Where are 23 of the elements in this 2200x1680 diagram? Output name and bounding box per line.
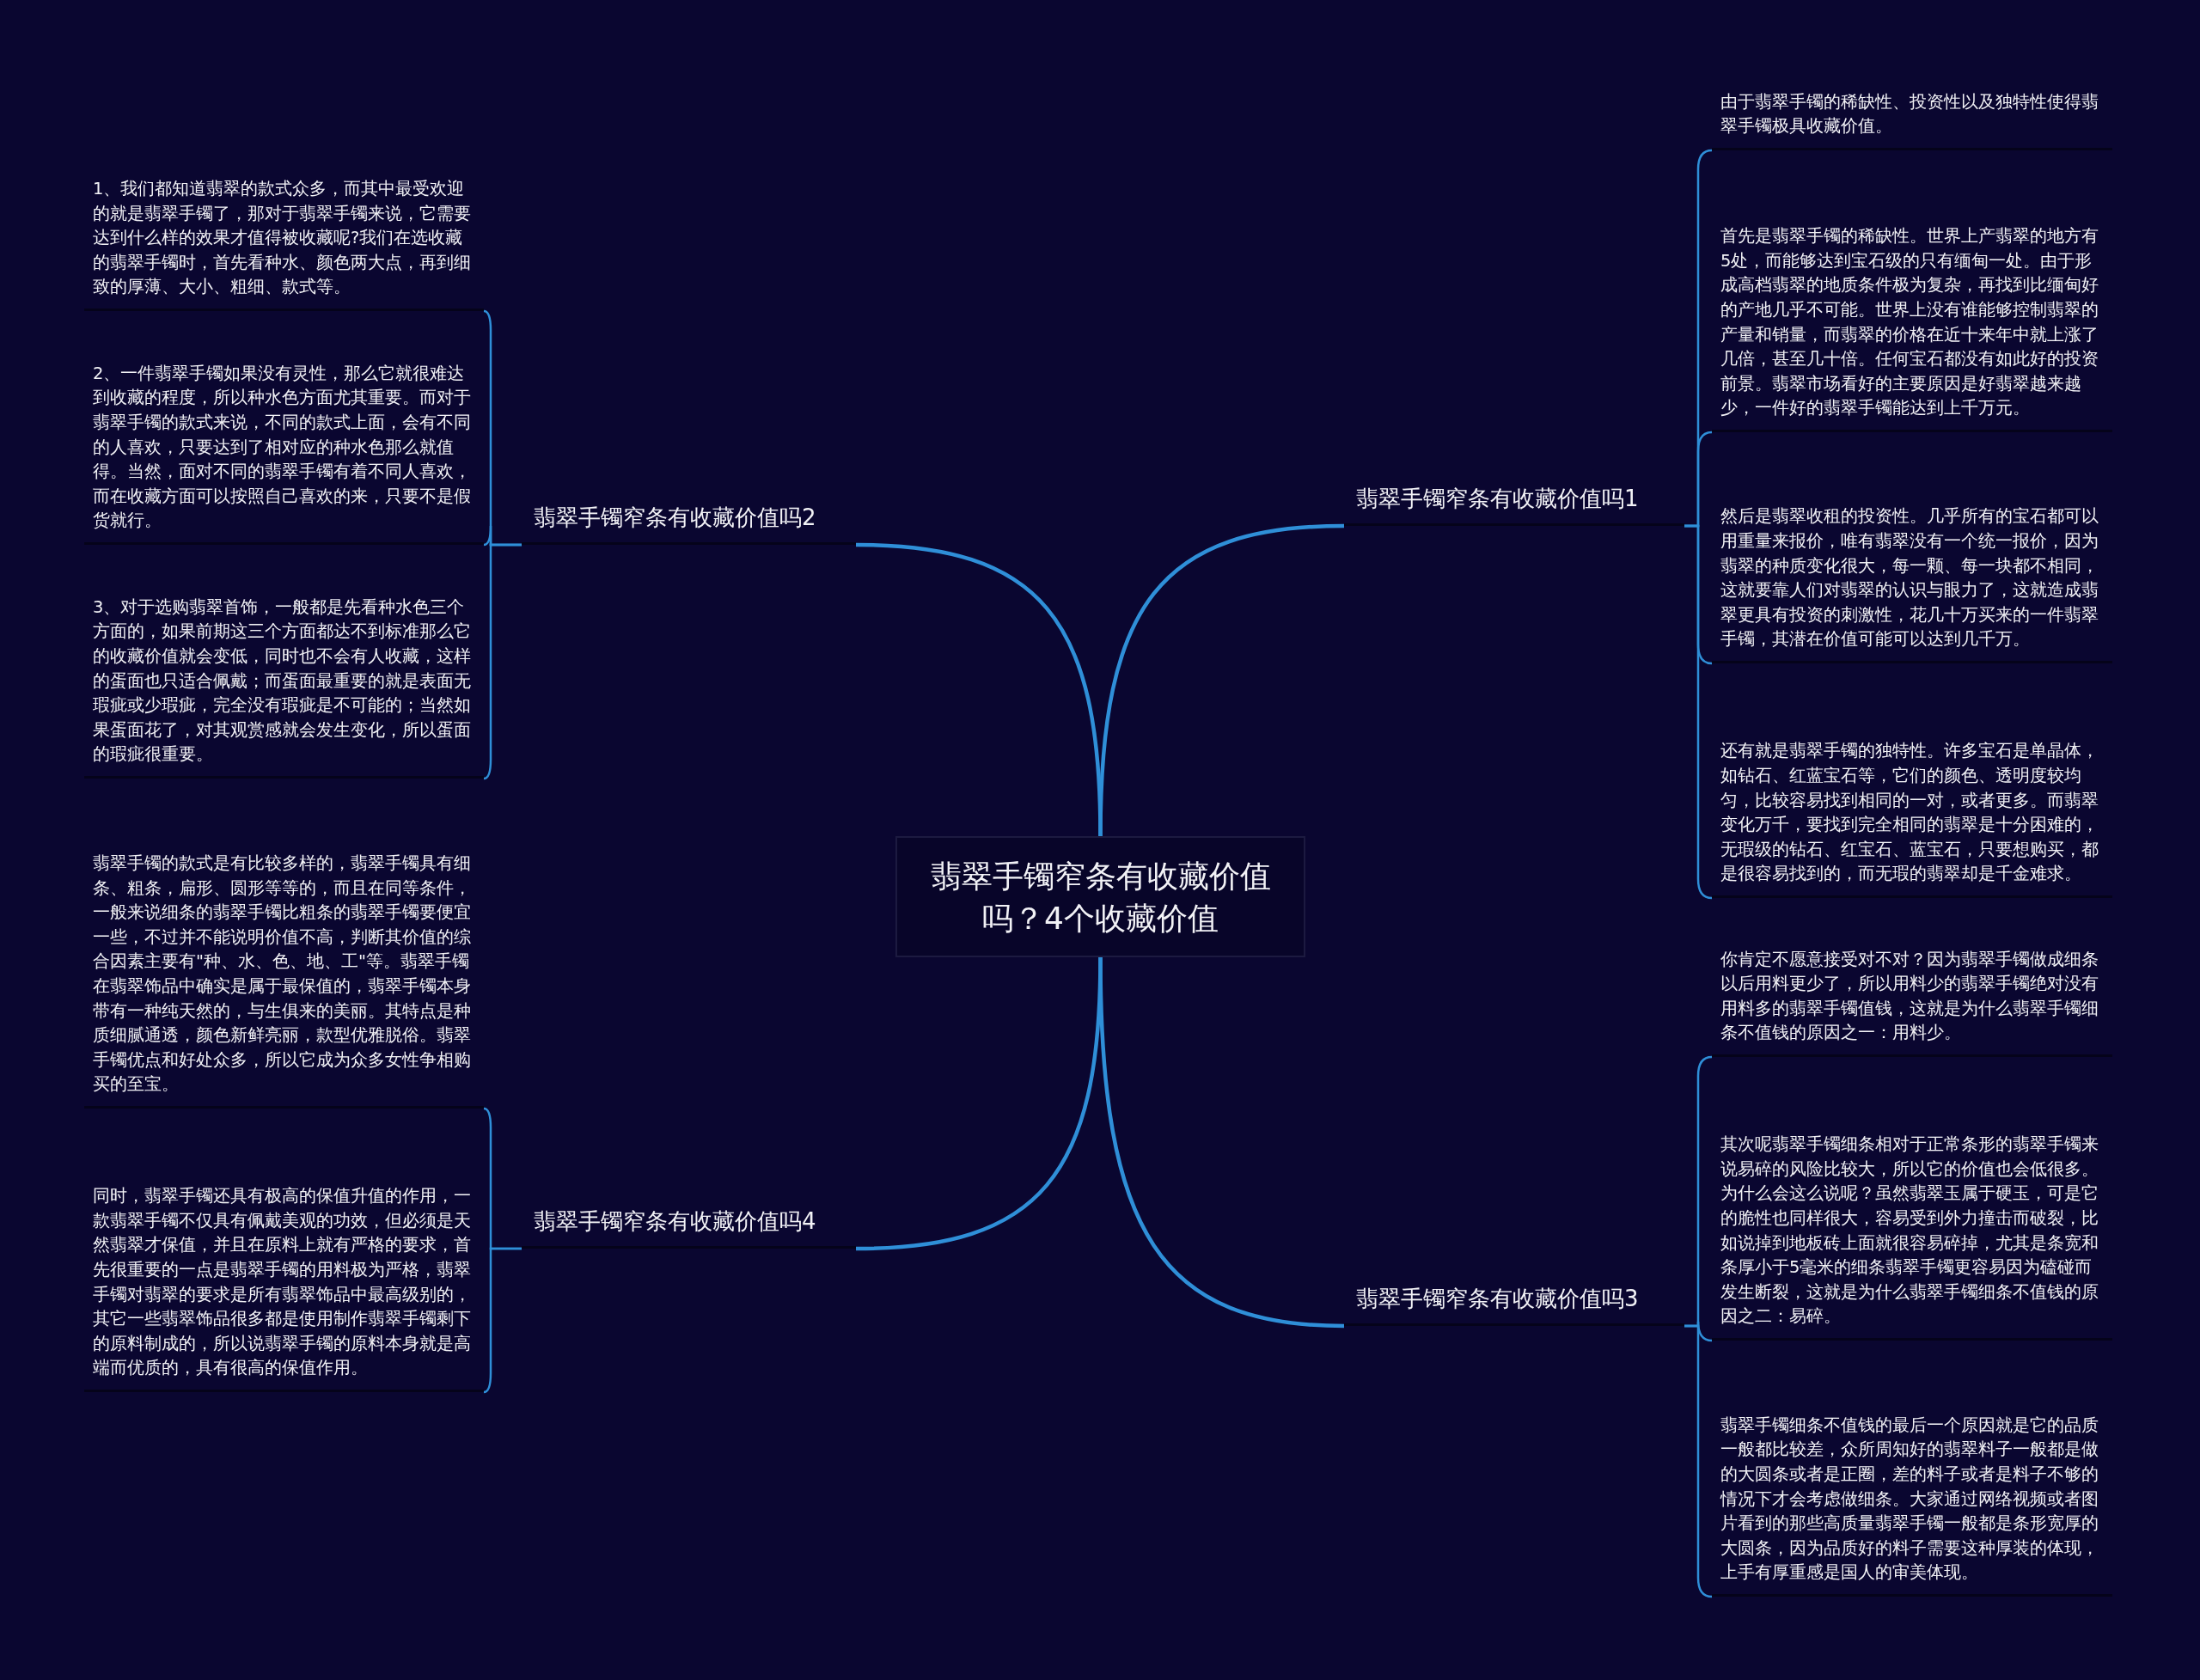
topic-box: 翡翠手镯窄条有收藏价值吗？4个收藏价值 [895, 836, 1305, 957]
text-block: 首先是翡翠手镯的稀缺性。世界上产翡翠的地方有5处，而能够达到宝石级的只有缅甸一处。由于形成高档翡翠的地质条件极为复杂，再找到比缅甸好的产地几乎不可能。世界上没有谁能够控制翡翠的产量和销量，而翡翠的价格在近十来年中就上涨了几倍，甚至几十倍。任何宝石都没有如此好的投资前景。翡翠市场看好的主要原因是好翡翠越来越少，一件好的翡翠手镯能达到上千万元。 [1712, 150, 2112, 432]
text-block: 其次呢翡翠手镯细条相对于正常条形的翡翠手镯来说易碎的风险比较大，所以它的价值也会低很多。为什么会这么说呢？虽然翡翠玉属于硬玉，可是它的脆性也同样很大，容易受到外力撞击而破裂，比如说掉到地板砖上面就很容易碎掉，尤其是条宽和条厚小于5毫米的细条翡翠手镯更容易因为磕碰而发生断裂，这就是为什么翡翠手镯细条不值钱的原因之二：易碎。 [1712, 1057, 2112, 1341]
text-block: 同时，翡翠手镯还具有极高的保值升值的作用，一款翡翠手镯不仅具有佩戴美观的功效，但必须是天然翡翠才保值，并且在原料上就有严格的要求，首先很重要的一点是翡翠手镯的用料极为严格，翡翠手镯对翡翠的要求是所有翡翠饰品中最高级别的，其它一些翡翠饰品很多都是使用制作翡翠手镯剩下的原料制成的，所以说翡翠手镯的原料本身就是高端而优质的，具有很高的保值作用。 [84, 1109, 484, 1392]
text-block: 2、一件翡翠手镯如果没有灵性，那么它就很难达到收藏的程度，所以种水色方面尤其重要。而对于翡翠手镯的款式来说，不同的款式上面，会有不同的人喜欢，只要达到了相对应的种水色那么就值得。当然，面对不同的翡翠手镯有着不同人喜欢，而在收藏方面可以按照自己喜欢的来，只要不是假货就行。 [84, 311, 484, 545]
text-block: 由于翡翠手镯的稀缺性、投资性以及独特性使得翡翠手镯极具收藏价值。 [1712, 82, 2112, 150]
connector-line [1684, 1324, 1713, 1598]
text-block: 1、我们都知道翡翠的款式众多，而其中最受欢迎的就是翡翠手镯了，那对于翡翠手镯来说，它需要达到什么样的效果才值得被收藏呢?我们在选收藏的翡翠手镯时，首先看种水、颜色两大点，再到细致的厚薄、大小、粗细、款式等。 [84, 146, 484, 311]
text-block: 还有就是翡翠手镯的独特性。许多宝石是单晶体，如钻石、红蓝宝石等，它们的颜色、透明度较均匀，比较容易找到相同的一对，或者更多。而翡翠变化万千，要找到完全相同的翡翠是十分困难的，无瑕级的钻石、红宝石、蓝宝石，只要想购买，都是很容易找到的，而无瑕的翡翠却是千金难求。 [1712, 663, 2112, 898]
text-block: 你肯定不愿意接受对不对？因为翡翠手镯做成细条以后用料更少了，所以用料少的翡翠手镯绝对没有用料多的翡翠手镯值钱，这就是为什么翡翠手镯细条不值钱的原因之一：用料少。 [1712, 945, 2112, 1057]
connector-line [483, 543, 522, 780]
branch-label: 翡翠手镯窄条有收藏价值吗3 [1344, 1281, 1684, 1326]
text-block: 翡翠手镯的款式是有比较多样的，翡翠手镯具有细条、粗条，扁形、圆形等等的，而且在同等条件，一般来说细条的翡翠手镯比粗条的翡翠手镯要便宜一些，不过并不能说明价值不高，判断其价值的综合因素主要有"种、水、色、地、工"等。翡翠手镯在翡翠饰品中确实是属于最保值的，翡翠手镯本身带有一种纯天然的，与生俱来的美丽。其特点是种质细腻通透，颜色新鲜亮丽，款型优雅脱俗。翡翠手镯优点和好处众多，所以它成为众多女性争相购买的至宝。 [84, 816, 484, 1109]
text-block: 3、对于选购翡翠首饰，一般都是先看种水色三个方面的，如果前期这三个方面都达不到标准那么它的收藏价值就会变低，同时也不会有人收藏，这样的蛋面也只适合佩戴；而蛋面最重要的就是表面无瑕疵或少瑕疵，完全没有瑕疵是不可能的；当然如果蛋面花了，对其观赏感就会发生变化，所以蛋面的瑕疵很重要。 [84, 545, 484, 779]
connector-line [1684, 524, 1713, 900]
connector-line [855, 542, 1103, 837]
branch-label: 翡翠手镯窄条有收藏价值吗1 [1344, 481, 1684, 526]
branch-label: 翡翠手镯窄条有收藏价值吗4 [522, 1204, 856, 1249]
text-block: 然后是翡翠收租的投资性。几乎所有的宝石都可以用重量来报价，唯有翡翠没有一个统一报价，因为翡翠的种质变化很大，每一颗、每一块都不相同，这就要靠人们对翡翠的认识与眼力了，这就造成翡翠更具有投资的刺激性，花几十万买来的一件翡翠手镯，其潜在价值可能可以达到几千万。 [1712, 432, 2112, 663]
connector-line [483, 1247, 522, 1394]
branch-label: 翡翠手镯窄条有收藏价值吗2 [522, 500, 856, 545]
text-block: 翡翠手镯细条不值钱的最后一个原因就是它的品质一般都比较差，众所周知好的翡翠料子一般都是做的大圆条或者是正圈，差的料子或者是料子不够的情况下才会考虑做细条。大家通过网络视频或者图片看到的那些高质量翡翠手镯一般都是条形宽厚的大圆条，因为品质好的料子需要这种厚装的体现，上手有厚重感是国人的审美体现。 [1712, 1341, 2112, 1597]
connector-line [855, 956, 1103, 1251]
